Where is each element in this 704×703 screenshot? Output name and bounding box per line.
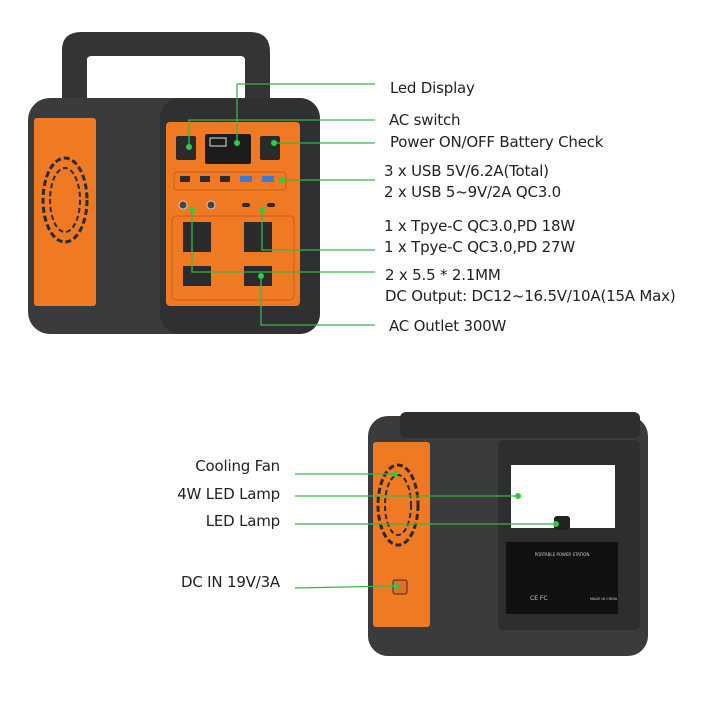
callout-dc-in: DC IN 19V/3A — [180, 573, 280, 591]
power-button — [260, 136, 280, 160]
ac-outlet — [244, 222, 272, 252]
callout-dc-2: DC Output: DC12~16.5V/10A(15A Max) — [385, 287, 676, 305]
front-panel-orange — [166, 122, 300, 306]
back-power-station: PORTABLE POWER STATION CE FC MADE IN CHI… — [368, 412, 648, 656]
ac-switch — [176, 136, 196, 160]
handle — [62, 32, 270, 110]
spec-plate-title: PORTABLE POWER STATION — [535, 552, 590, 557]
callout-ac-switch: AC switch — [389, 111, 461, 129]
side-panel-orange — [373, 442, 430, 627]
callout-dc-1: 2 x 5.5 * 2.1MM — [385, 266, 501, 284]
callout-ac-outlet: AC Outlet 300W — [389, 317, 507, 335]
callout-led-display: Led Display — [390, 79, 475, 97]
led-lamp-button — [554, 516, 570, 530]
spec-label-plate — [506, 542, 618, 614]
callout-typec-2: 1 x Tpye-C QC3.0,PD 27W — [384, 238, 575, 256]
side-panel-orange — [34, 118, 96, 306]
back-leader-lines — [294, 473, 556, 589]
back-leader-dots — [392, 471, 559, 589]
spec-plate-origin: MADE IN CHINA — [590, 597, 618, 601]
callout-typec-1: 1 x Tpye-C QC3.0,PD 18W — [384, 217, 575, 235]
callout-led-lamp: LED Lamp — [205, 512, 280, 530]
front-power-station — [28, 32, 320, 334]
fan-grille — [376, 463, 420, 547]
callout-power-button: Power ON/OFF Battery Check — [390, 133, 604, 151]
callout-4w-led-lamp: 4W LED Lamp — [177, 485, 280, 503]
callout-usb-1: 3 x USB 5V/6.2A(Total) — [384, 162, 549, 180]
front-leader-lines — [188, 83, 375, 326]
callout-cooling-fan: Cooling Fan — [195, 457, 280, 475]
front-leader-dots — [186, 140, 285, 279]
callout-usb-2: 2 x USB 5~9V/2A QC3.0 — [384, 183, 561, 201]
spec-plate-marks: CE FC — [530, 595, 548, 602]
ac-outlet — [183, 222, 211, 252]
fan-grille — [41, 156, 89, 244]
